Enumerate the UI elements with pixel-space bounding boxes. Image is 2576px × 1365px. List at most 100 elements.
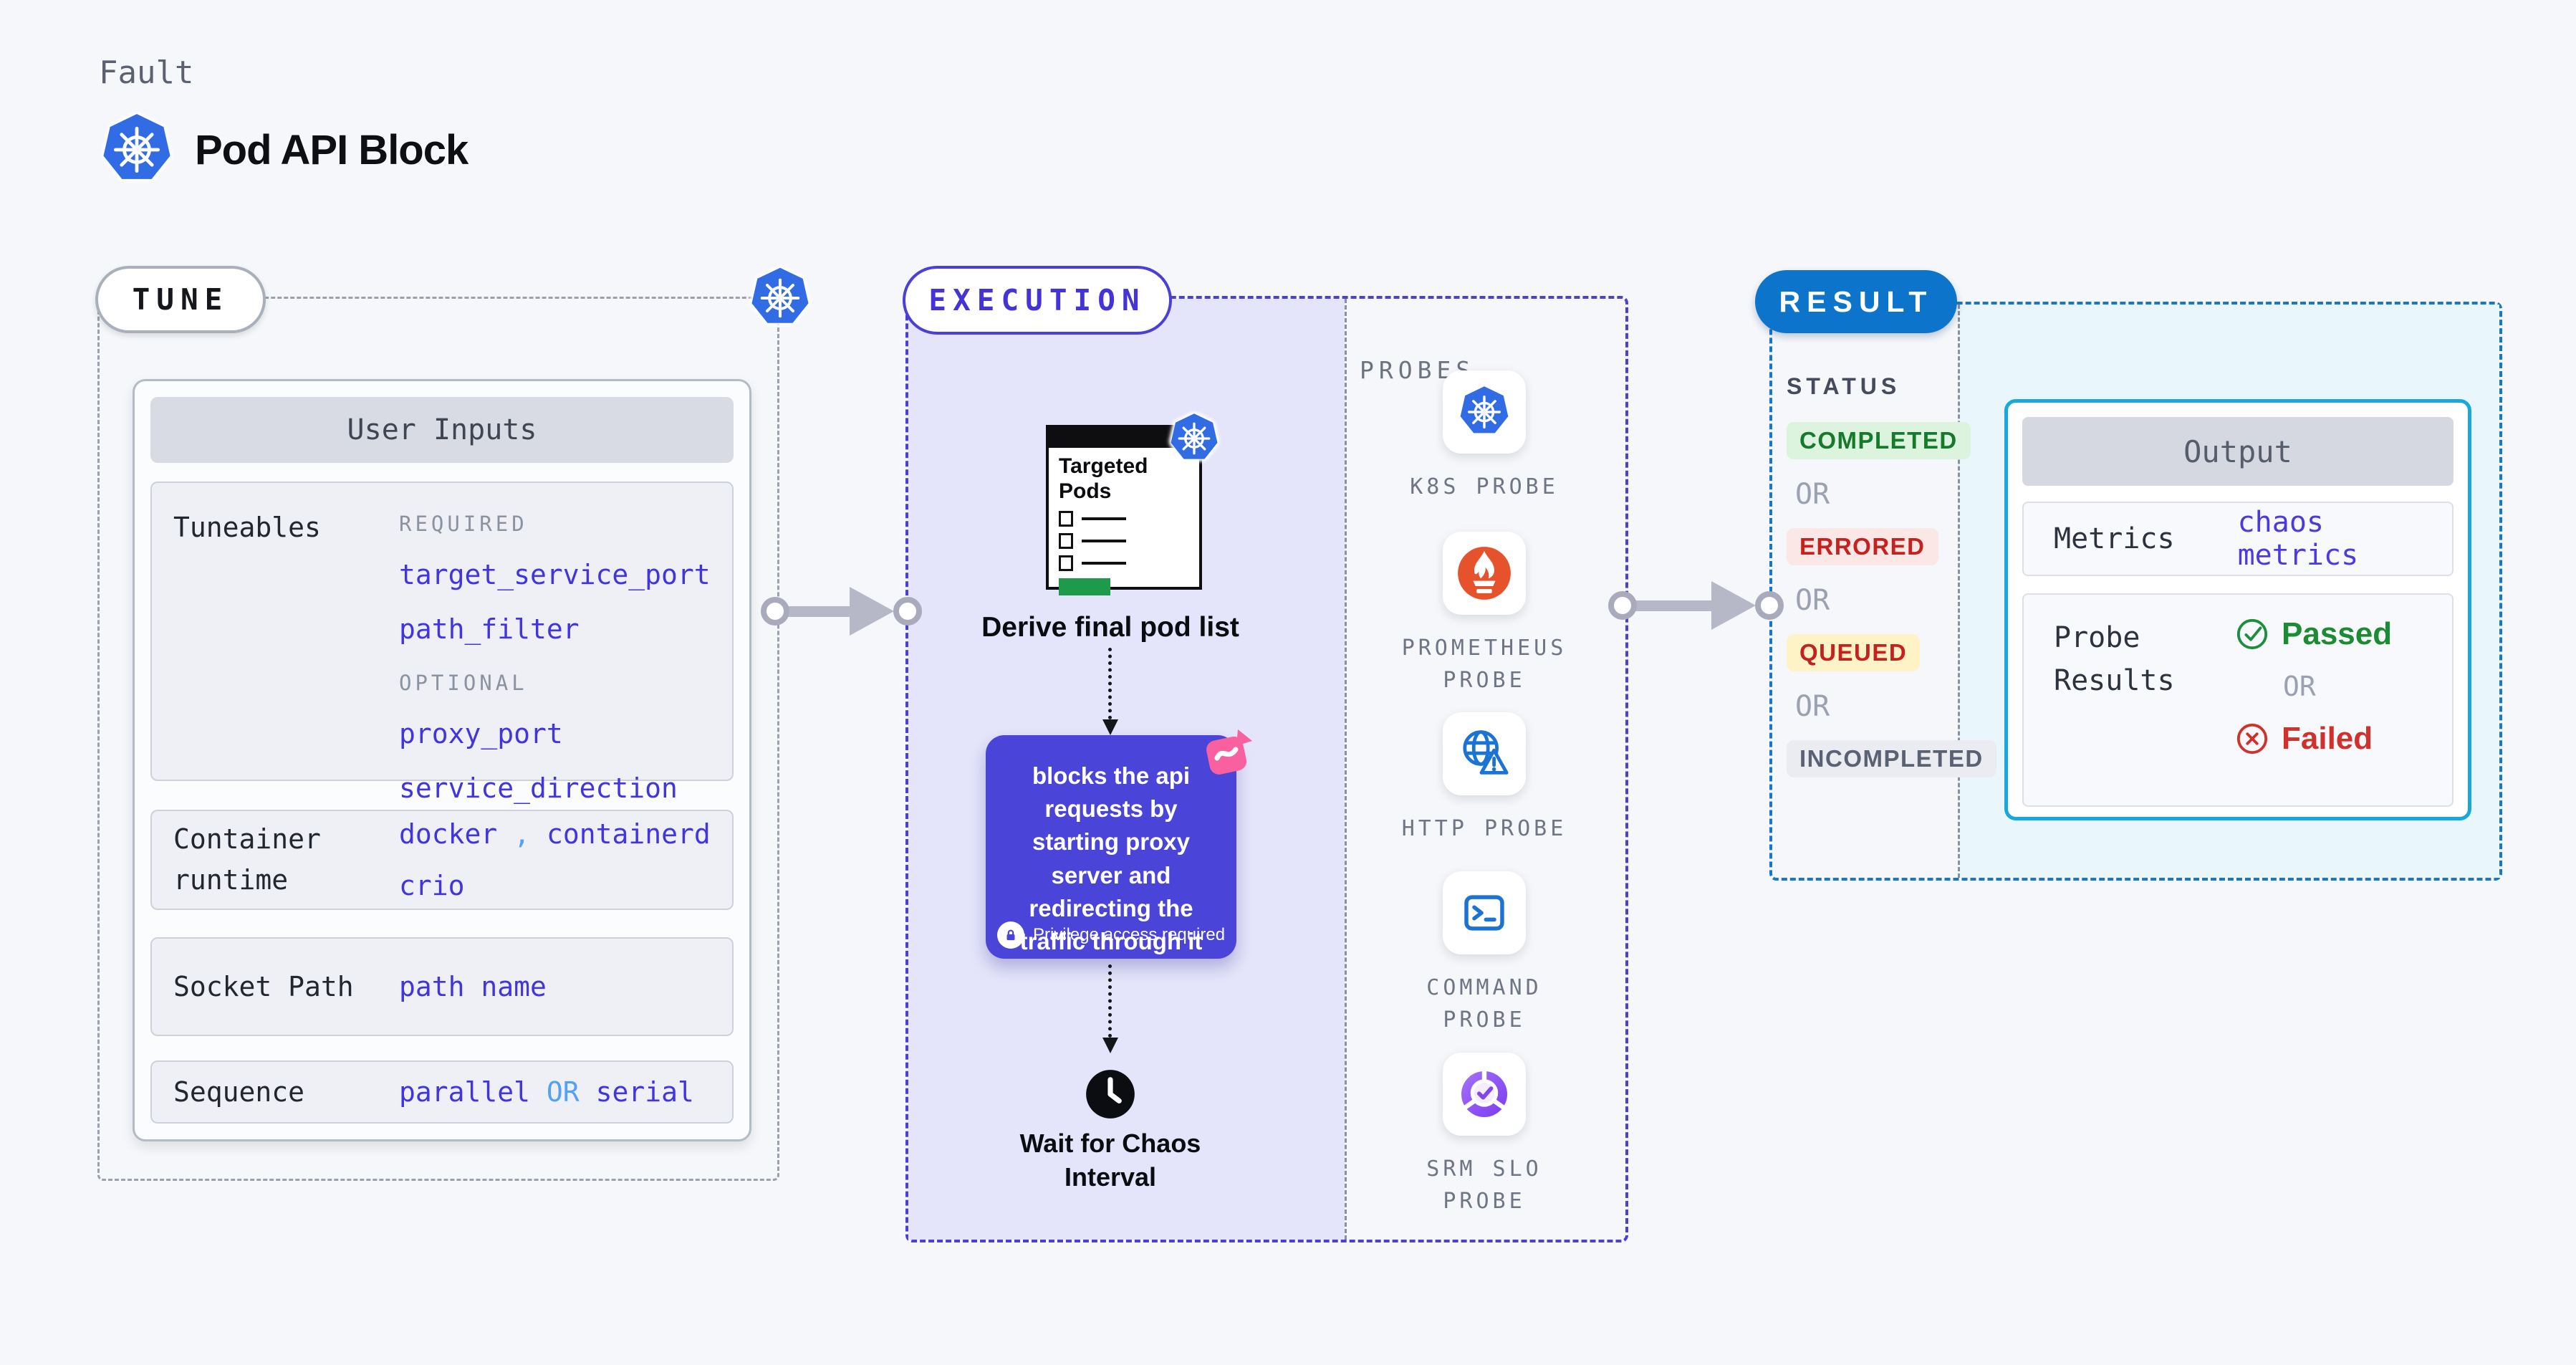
- flow-arrowhead: [1102, 719, 1118, 735]
- pod-list-item: [1059, 510, 1189, 527]
- sequence-label: Sequence: [173, 1076, 305, 1108]
- user-inputs-card: User Inputs Tuneables REQUIRED target_se…: [133, 379, 751, 1141]
- probe-card-command: [1443, 871, 1526, 954]
- probe-results-row: Probe Results Passed OR Failed: [2022, 593, 2454, 807]
- failed-text: Failed: [2282, 721, 2373, 756]
- probe-card-srm-slo: [1443, 1053, 1526, 1136]
- required-caption: REQUIRED: [399, 512, 528, 536]
- derive-pod-list-label: Derive final pod list: [981, 612, 1239, 643]
- globe-warning-icon: [1456, 725, 1513, 782]
- kubernetes-icon: [99, 112, 175, 188]
- metrics-label: Metrics: [2054, 522, 2175, 555]
- passed-result: Passed: [2236, 616, 2392, 652]
- tuneable-optional-value: service_direction: [399, 772, 678, 804]
- runtime-crio: crio: [399, 870, 465, 901]
- execution-section-label: EXECUTION: [903, 266, 1172, 335]
- or-separator: OR: [1795, 690, 1830, 723]
- flow-arrow: [1108, 964, 1112, 1038]
- or-separator: OR: [2283, 671, 2316, 702]
- tuneable-optional-value: proxy_port: [399, 718, 563, 749]
- tuneable-required-value: target_service_port: [399, 559, 711, 590]
- tuneables-row: Tuneables REQUIRED target_service_port p…: [150, 482, 734, 804]
- or-separator: OR: [1795, 584, 1830, 617]
- connector-dot: [761, 597, 789, 626]
- probe-results-values: Passed OR Failed: [2236, 616, 2392, 805]
- flow-arrowhead: [1102, 1038, 1118, 1053]
- status-badge-incompleted: INCOMPLETED: [1787, 740, 1996, 777]
- checkbox-icon: [1059, 555, 1073, 571]
- tune-to-execution-arrow: [775, 606, 857, 617]
- fault-action-box: blocks the api requests by starting prox…: [986, 735, 1236, 959]
- output-header: Output: [2022, 417, 2454, 486]
- targeted-pods-card: Targeted Pods: [1046, 425, 1202, 595]
- kubernetes-icon: [1457, 385, 1512, 439]
- lock-icon: [996, 921, 1024, 949]
- status-column: COMPLETED OR ERRORED OR QUEUED OR INCOMP…: [1787, 422, 1996, 777]
- tune-section: TUNE User Inputs Tuneables REQUIRED targ…: [95, 266, 779, 1181]
- user-inputs-header: User Inputs: [150, 397, 734, 463]
- checkbox-icon: [1059, 510, 1073, 527]
- optional-caption: OPTIONAL: [399, 671, 528, 695]
- or-separator: OR: [1795, 478, 1830, 511]
- runtime-docker: docker: [399, 818, 498, 850]
- status-badge-completed: COMPLETED: [1787, 422, 1971, 459]
- sequence-row: Sequence parallel OR serial: [150, 1060, 734, 1124]
- probe-label: PROMETHEUS PROBE: [1401, 636, 1567, 693]
- targeted-pods-title: Targeted Pods: [1059, 454, 1148, 504]
- probe-card-http: [1443, 712, 1526, 795]
- socket-path-value: path name: [399, 971, 547, 1002]
- privilege-note-text: Privilege access required: [1032, 925, 1226, 944]
- page-title: Pod API Block: [195, 127, 468, 173]
- status-badge-queued: QUEUED: [1787, 634, 1921, 671]
- probe-label: K8S PROBE: [1410, 474, 1559, 499]
- x-circle-icon: [2236, 722, 2269, 755]
- tune-section-label: TUNE: [95, 266, 266, 333]
- passed-text: Passed: [2282, 616, 2393, 651]
- sequence-or: OR: [546, 1076, 580, 1108]
- probe-card-prometheus: [1443, 532, 1526, 615]
- tune-to-execution-arrowhead: [850, 587, 894, 636]
- result-section: RESULT STATUS COMPLETED OR ERRORED OR QU…: [1755, 270, 2502, 881]
- check-circle-icon: [2236, 618, 2269, 651]
- socket-path-row: Socket Path path name: [150, 937, 734, 1036]
- flow-arrow: [1108, 648, 1112, 719]
- targeted-pods-body: Targeted Pods: [1049, 448, 1199, 601]
- probe-card-k8s: [1443, 370, 1526, 454]
- status-column-label: STATUS: [1787, 373, 1901, 399]
- slo-donut-check-icon: [1456, 1065, 1513, 1123]
- privilege-note: Privilege access required: [986, 921, 1236, 949]
- probes-divider: [1345, 299, 1347, 1240]
- sequence-parallel: parallel: [399, 1076, 531, 1108]
- kubernetes-icon: [748, 266, 812, 330]
- list-line: [1082, 561, 1126, 565]
- tuneable-required-value: path_filter: [399, 613, 580, 645]
- tuneables-values: REQUIRED target_service_port path_filter…: [399, 507, 711, 804]
- terminal-icon: [1456, 885, 1512, 941]
- fault-action-text: blocks the api requests by starting prox…: [1019, 762, 1203, 954]
- container-runtime-label: Container runtime: [173, 823, 321, 896]
- connector-dot: [1608, 591, 1637, 620]
- execution-section: EXECUTION Targeted Pods Derive final pod…: [903, 266, 1628, 1242]
- status-badge-errored: ERRORED: [1787, 528, 1938, 565]
- sequence-values: parallel OR serial: [399, 1076, 694, 1108]
- execution-to-result-arrowhead: [1711, 581, 1756, 630]
- checkbox-icon: [1059, 532, 1073, 549]
- connector-dot: [1755, 591, 1784, 620]
- result-divider: [1958, 305, 1960, 878]
- failed-result: Failed: [2236, 721, 2392, 757]
- wait-chaos-interval-label: Wait for Chaos Interval: [1019, 1129, 1201, 1192]
- connector-dot: [893, 597, 922, 626]
- kubernetes-icon: [1168, 412, 1221, 465]
- execution-to-result-arrow: [1623, 600, 1712, 611]
- output-card: Output Metrics chaos metrics Probe Resul…: [2004, 399, 2471, 820]
- tuneables-label: Tuneables: [173, 512, 321, 543]
- probe-label: COMMAND PROBE: [1426, 975, 1542, 1033]
- metrics-value: chaos metrics: [2237, 506, 2359, 572]
- probe-label: HTTP PROBE: [1401, 816, 1567, 841]
- runtime-containerd: containerd: [546, 818, 711, 850]
- container-runtime-row: Container runtime docker , containerd cr…: [150, 810, 734, 910]
- chaos-pink-icon: [1202, 727, 1254, 778]
- prometheus-icon: [1455, 544, 1514, 603]
- container-runtime-values: docker , containerd crio: [399, 808, 711, 911]
